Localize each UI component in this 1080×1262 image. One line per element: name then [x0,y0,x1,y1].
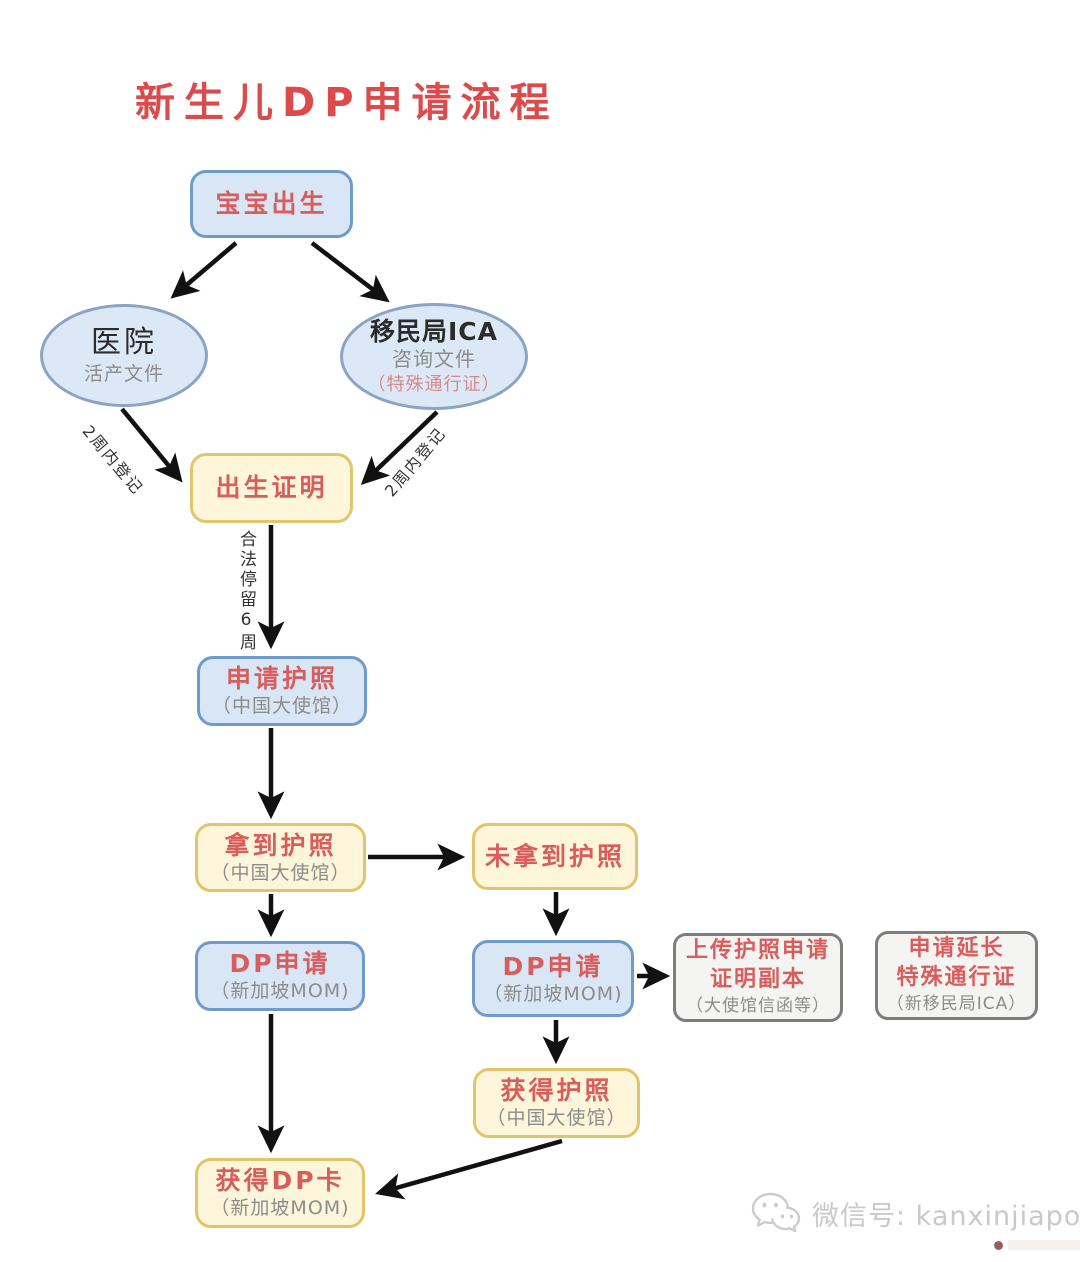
node-hospital-label: 医院 [91,324,157,360]
node-dp-application-right: DP申请 （新加坡MOM) [472,940,634,1017]
red-dot [994,1241,1003,1250]
node-dp-application-left-sub: （新加坡MOM) [210,980,350,1003]
node-dp-application-right-label: DP申请 [502,951,604,981]
node-hospital: 医院 活产文件 [40,304,208,407]
node-extend-special-pass-line2: 特殊通行证 [896,964,1017,990]
edge-baby-to-hospital [170,241,238,299]
node-immigration-ica-label: 移民局ICA [370,317,498,347]
node-passport-received: 拿到护照 （中国大使馆） [195,823,366,892]
faint-streak [1008,1240,1080,1250]
edge-obtainpassport-to-dpcard [375,1138,563,1200]
page-title: 新生儿DP申请流程 [135,80,559,126]
node-upload-proof-sub: （大使馆信函等） [686,996,830,1017]
node-obtain-dp-card: 获得DP卡 （新加坡MOM) [195,1158,365,1228]
node-birth-certificate-label: 出生证明 [215,473,328,503]
node-apply-passport-sub: （中国大使馆） [211,695,352,718]
node-obtain-passport: 获得护照 （中国大使馆） [473,1068,640,1138]
node-passport-not-received: 未拿到护照 [472,823,638,890]
edge-label-register-left: 2周内登记 [78,421,148,499]
node-dp-application-right-sub: （新加坡MOM) [483,982,623,1005]
edge-label-legal-stay: 合法停留6周 [236,530,256,653]
node-immigration-ica-sub: 咨询文件 [392,347,476,372]
node-hospital-sub: 活产文件 [83,363,164,386]
node-dp-application-left-label: DP申请 [229,949,331,978]
node-obtain-passport-sub: （中国大使馆） [486,1107,627,1130]
watermark: 微信号: kanxinjiapo [750,1190,1080,1236]
node-upload-proof: 上传护照申请 证明副本 （大使馆信函等） [673,933,843,1022]
node-upload-proof-line1: 上传护照申请 [685,938,830,964]
node-apply-passport: 申请护照 （中国大使馆） [197,656,367,726]
node-passport-received-sub: （中国大使馆） [210,861,351,884]
node-obtain-dp-card-label: 获得DP卡 [215,1166,345,1195]
node-extend-special-pass-line1: 申请延长 [908,936,1005,962]
node-obtain-dp-card-sub: （新加坡MOM) [210,1197,350,1220]
node-passport-received-label: 拿到护照 [224,830,337,860]
node-obtain-passport-label: 获得护照 [500,1076,613,1105]
watermark-wechat-id: 微信号: kanxinjiapo [812,1200,1080,1232]
node-baby-born-label: 宝宝出生 [215,189,328,219]
node-baby-born: 宝宝出生 [190,170,353,238]
wechat-icon [751,1192,801,1233]
node-birth-certificate: 出生证明 [190,453,353,523]
node-dp-application-left: DP申请 （新加坡MOM) [195,941,365,1011]
node-apply-passport-label: 申请护照 [225,664,338,693]
node-extend-special-pass-sub: （新移民局ICA） [886,994,1027,1015]
node-immigration-ica: 移民局ICA 咨询文件 （特殊通行证） [340,303,528,410]
node-passport-not-received-label: 未拿到护照 [484,841,625,871]
edge-baby-to-ica [310,241,390,303]
node-immigration-ica-note: （特殊通行证） [367,374,501,396]
node-upload-proof-line2: 证明副本 [709,966,806,992]
node-extend-special-pass: 申请延长 特殊通行证 （新移民局ICA） [875,931,1038,1020]
edge-label-register-right: 2周内登记 [380,423,450,501]
